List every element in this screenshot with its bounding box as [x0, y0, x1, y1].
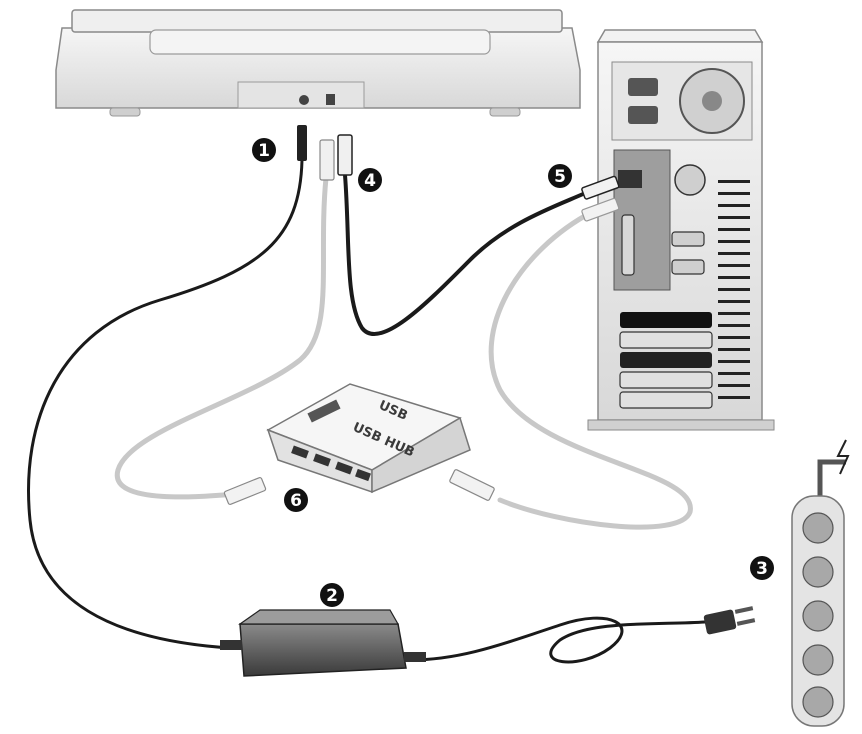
scanner-lid: [71, 9, 563, 33]
scanner-power-port: [299, 95, 309, 105]
adapter-strain-right: [404, 652, 426, 662]
psu-socket-top: [628, 78, 658, 96]
usb-port-block: [618, 170, 642, 188]
usb-plug-hub-right: [449, 469, 495, 501]
usb-plug-gray: [581, 197, 620, 222]
hub-side: [371, 416, 471, 494]
expansion-slots: [619, 312, 713, 409]
callout-3-label: 3: [756, 559, 768, 579]
callout-5: 5: [548, 164, 572, 188]
scanner-port-panel: [237, 81, 365, 109]
usb-cable-scanner-to-hub: [114, 175, 329, 500]
callout-6-label: 6: [290, 491, 302, 511]
strip-outlets: [802, 512, 834, 718]
usb-hub: USB USB HUB: [266, 383, 471, 494]
scanner-foot-left: [109, 107, 141, 117]
power-connector: [297, 125, 307, 161]
callout-3: 3: [750, 556, 774, 580]
hub-usb-plugs: [223, 469, 495, 505]
power-adapter: [220, 609, 426, 677]
usb-connector-gray: [319, 139, 335, 181]
cables: [27, 158, 707, 664]
plug-prong-bottom: [736, 618, 756, 626]
usb-cable-scanner-to-computer: [343, 173, 594, 336]
scanner: [55, 9, 581, 117]
scanner-usb-port: [326, 94, 335, 105]
parallel-port: [621, 214, 635, 276]
hub-ports: [291, 445, 371, 482]
computer-tower: [587, 29, 775, 431]
plug-body: [703, 609, 737, 635]
callout-2-label: 2: [326, 586, 338, 606]
scanner-foot-right: [489, 107, 521, 117]
serial-port-2: [671, 259, 705, 275]
computer-usb-plugs: [581, 175, 620, 222]
usb-plug-hub-left: [223, 477, 267, 505]
wall-plug: [703, 606, 756, 635]
power-cable-scanner-to-adapter: [27, 158, 304, 650]
hub-led-strip: [307, 399, 341, 423]
ps2-port: [674, 164, 706, 196]
callout-5-label: 5: [554, 167, 566, 187]
callout-1: 1: [252, 138, 276, 162]
power-cable-adapter-to-plug: [408, 616, 707, 664]
power-strip: [791, 439, 850, 727]
scanner-lid-handle: [149, 29, 491, 55]
serial-port-1: [671, 231, 705, 247]
power-strip-cord: [817, 459, 846, 500]
usb-cable-computer-to-hub: [488, 209, 693, 530]
adapter-top: [238, 609, 400, 625]
usb-connector-black: [337, 134, 353, 176]
callout-6: 6: [284, 488, 308, 512]
plug-prong-top: [734, 606, 754, 614]
scanner-connectors: [297, 125, 353, 181]
callout-4-label: 4: [364, 171, 376, 191]
callout-1-label: 1: [258, 141, 270, 161]
side-vents: [718, 180, 750, 399]
psu-socket-bottom: [628, 106, 658, 124]
adapter-strain-left: [220, 640, 242, 650]
callout-2: 2: [320, 583, 344, 607]
tower-top: [596, 29, 764, 43]
adapter-body: [239, 623, 407, 677]
callout-4: 4: [358, 168, 382, 192]
tower-base: [587, 419, 775, 431]
psu-fan-hub: [702, 91, 722, 111]
usb-plug-black: [581, 175, 620, 200]
lightning-icon: [836, 439, 850, 475]
